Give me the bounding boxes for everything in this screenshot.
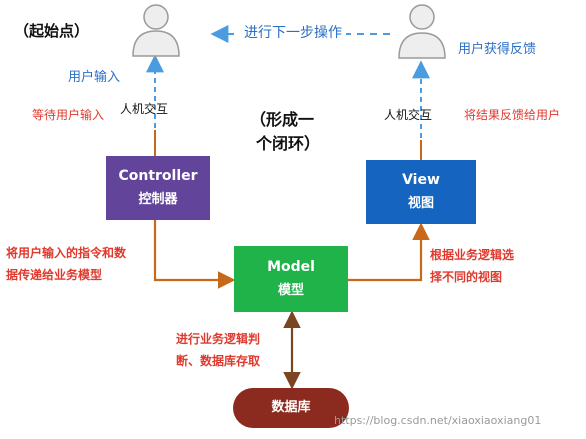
model-subtitle: 模型 — [277, 283, 304, 298]
interaction-left-label: 人机交互 — [120, 102, 169, 116]
model-to-view-line2: 择不同的视图 — [430, 270, 503, 284]
user-feedback-icon — [396, 2, 448, 60]
database-node: 数据库 — [233, 388, 349, 428]
user-feedback-label: 用户获得反馈 — [458, 42, 537, 57]
user-start-icon — [130, 2, 182, 58]
model-to-db-line1: 进行业务逻辑判 — [176, 332, 261, 346]
waiting-input-label: 等待用户输入 — [32, 108, 105, 122]
interaction-right-label: 人机交互 — [384, 108, 433, 122]
database-label: 数据库 — [271, 400, 311, 415]
top-action-label: 进行下一步操作 — [240, 22, 346, 42]
model-to-view-line1: 根据业务逻辑选 — [430, 248, 515, 262]
model-to-db-line2: 断、数据库存取 — [176, 354, 261, 368]
view-box: View 视图 — [366, 160, 476, 224]
controller-to-model-line2: 据传递给业务模型 — [6, 268, 103, 282]
feedback-to-user-label: 将结果反馈给用户 — [464, 108, 561, 122]
view-subtitle: 视图 — [407, 196, 434, 211]
user-input-label: 用户输入 — [68, 70, 121, 85]
controller-to-model-line1: 将用户输入的指令和数 — [6, 246, 127, 260]
loop-label-line2: 个闭环） — [256, 134, 321, 153]
model-box: Model 模型 — [234, 246, 348, 312]
view-title: View — [402, 172, 440, 188]
loop-label-line1: （形成一 — [250, 110, 315, 129]
controller-to-model-arrow — [153, 220, 236, 289]
controller-box: Controller 控制器 — [106, 156, 210, 220]
model-title: Model — [267, 259, 315, 275]
model-to-view-arrow — [348, 222, 430, 282]
controller-subtitle: 控制器 — [138, 192, 178, 207]
start-label: （起始点） — [14, 22, 90, 40]
controller-title: Controller — [118, 168, 198, 184]
watermark: https://blog.csdn.net/xiaoxiaoxiang01 — [334, 414, 542, 427]
